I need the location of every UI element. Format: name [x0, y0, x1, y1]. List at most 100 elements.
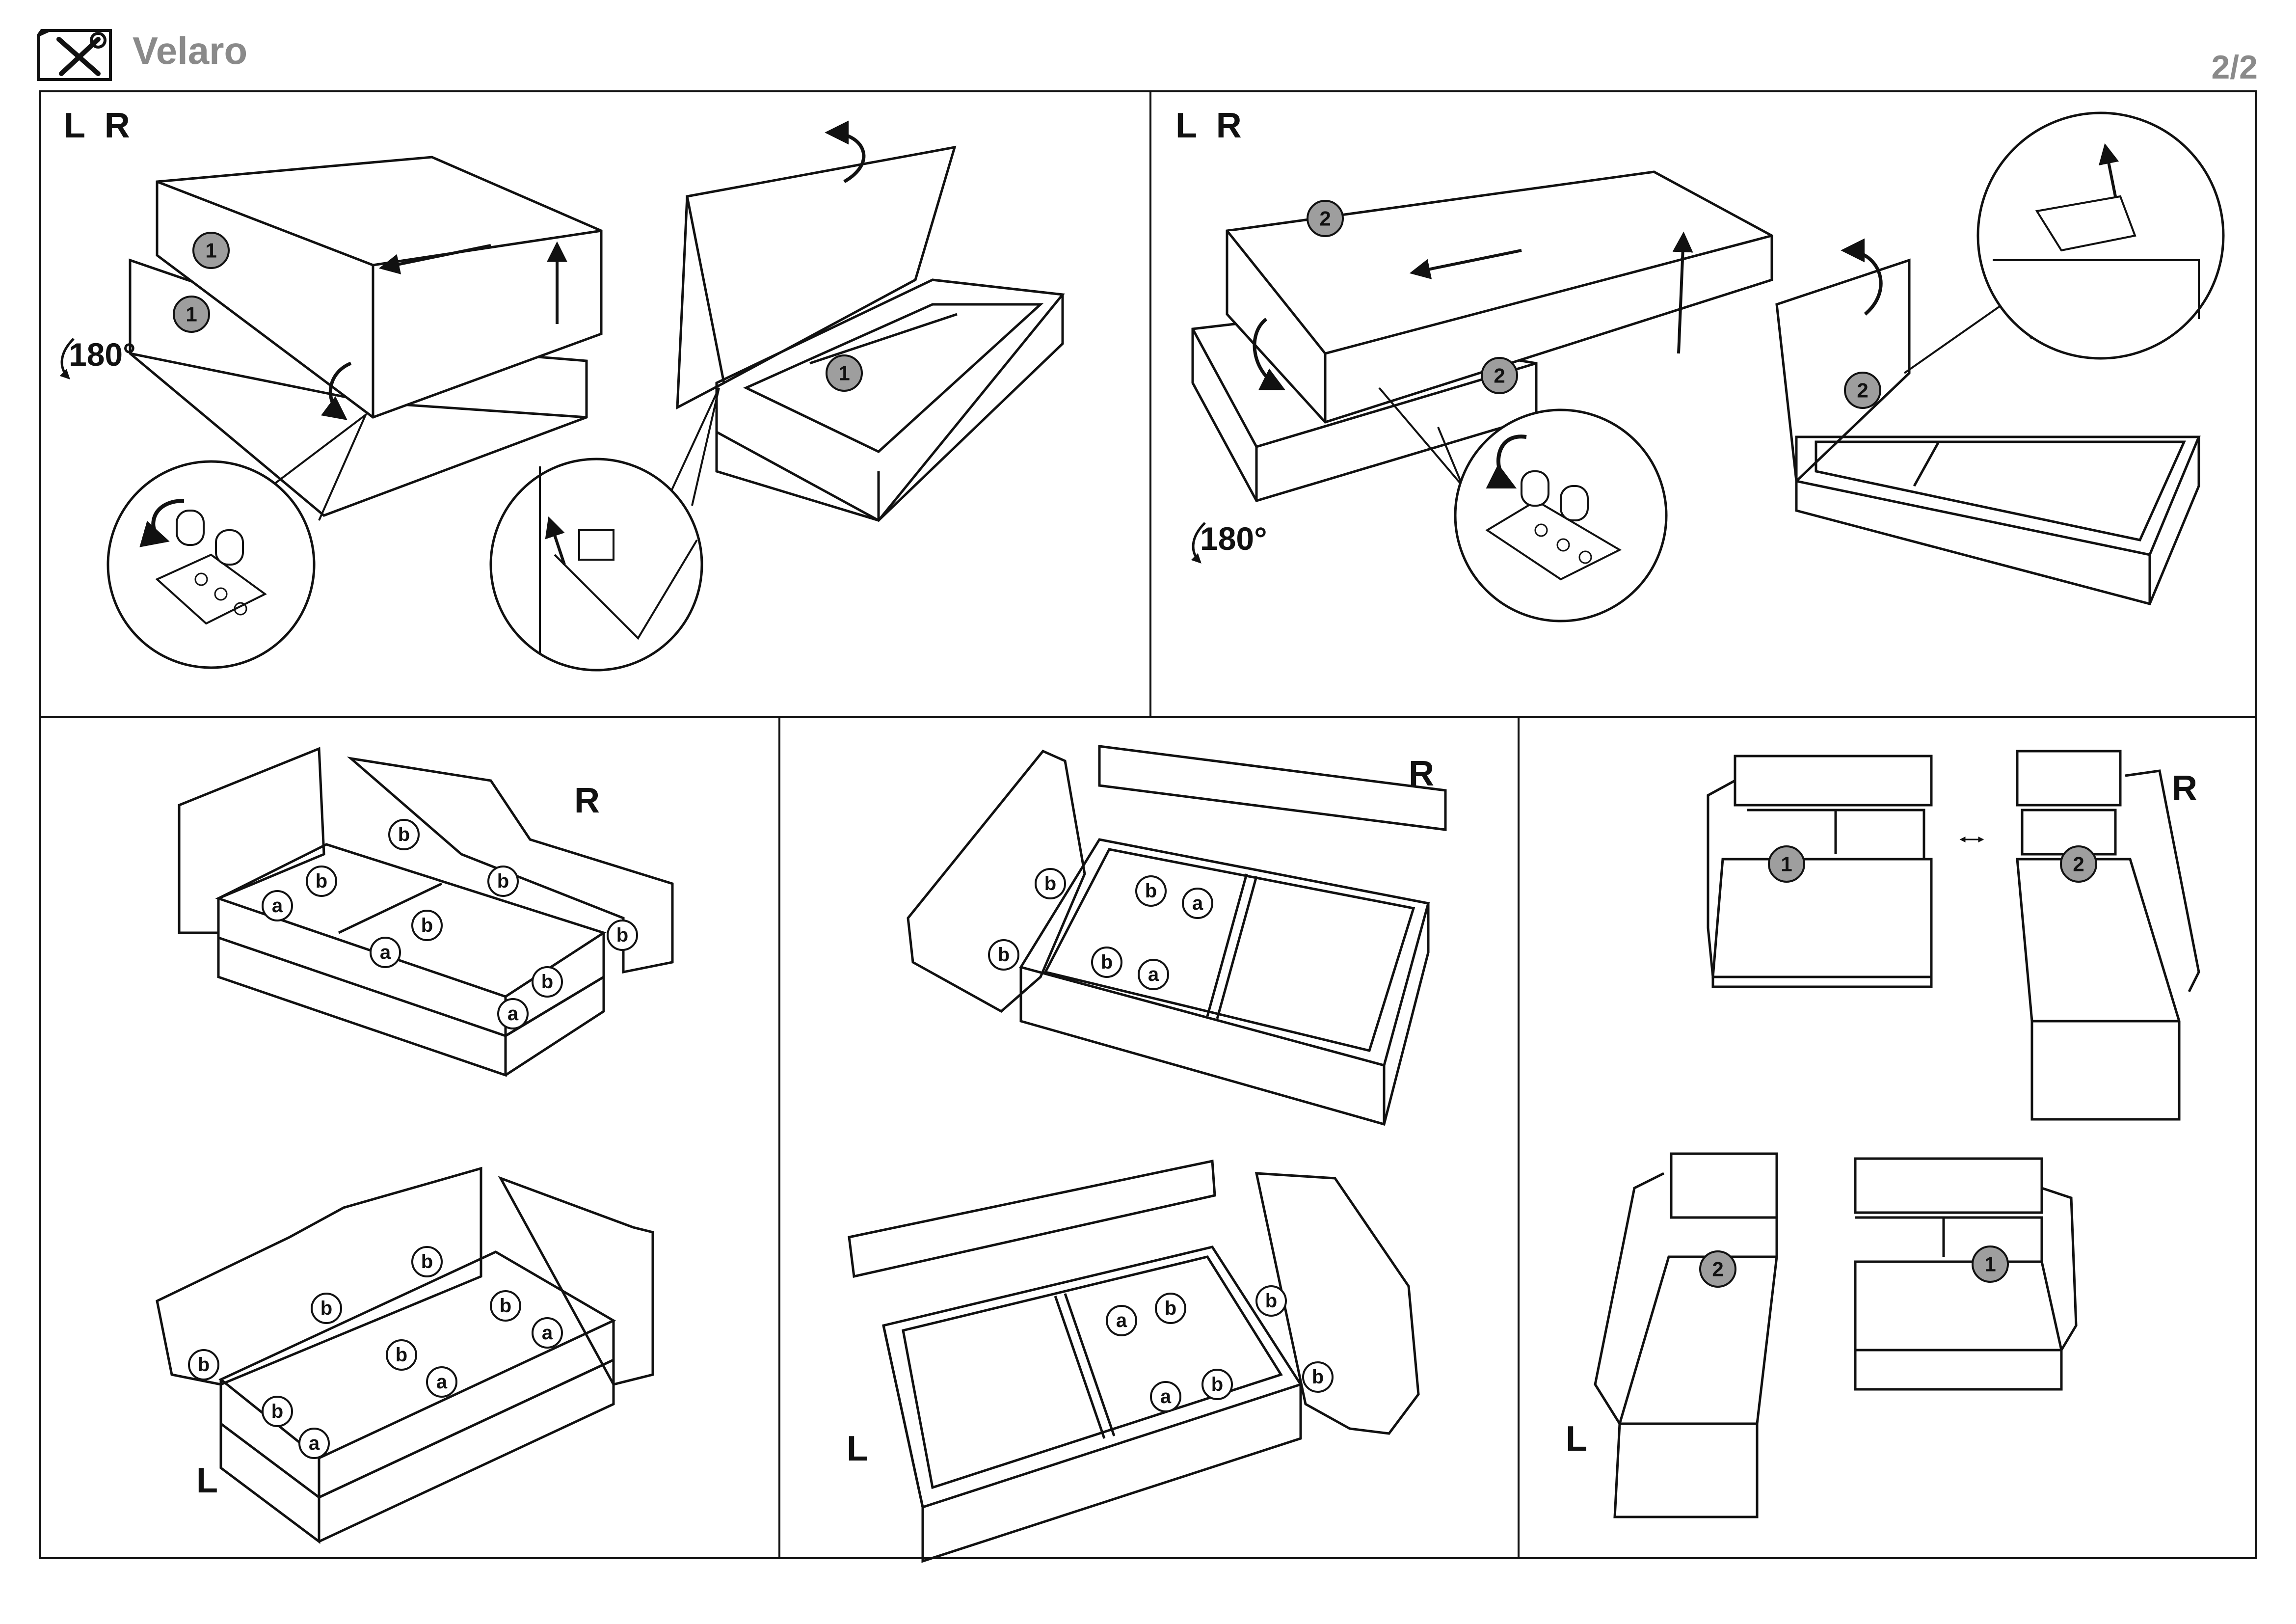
svg-text:b: b: [1265, 1290, 1277, 1312]
svg-text:2: 2: [1857, 379, 1868, 402]
lifted-seat: [156, 156, 603, 419]
connector-a: a: [262, 890, 293, 921]
hinge-detail-circle: [107, 411, 368, 669]
lift-arrow: [1672, 231, 1693, 354]
side-label-r: R: [574, 781, 600, 820]
connector-a: a: [298, 1428, 330, 1459]
svg-text:b: b: [398, 824, 410, 845]
connector-b: b: [188, 1349, 219, 1380]
step-marker: 1: [173, 296, 210, 333]
connector-b: b: [487, 866, 519, 897]
module-1-top: [1707, 755, 1933, 988]
svg-text:b: b: [271, 1401, 283, 1422]
svg-text:b: b: [500, 1295, 511, 1317]
svg-text:a: a: [1160, 1386, 1172, 1407]
svg-text:b: b: [1044, 873, 1056, 894]
rotation-note: 180°: [59, 336, 136, 379]
step-marker: 1: [1768, 845, 1805, 883]
rotation-label: 180°: [69, 336, 136, 373]
svg-text:b: b: [1211, 1374, 1223, 1395]
svg-text:1: 1: [838, 362, 850, 385]
step-marker: 1: [826, 354, 863, 392]
connector-b: b: [988, 939, 1019, 971]
svg-text:b: b: [1312, 1366, 1324, 1388]
svg-text:b: b: [316, 870, 327, 892]
bracket-detail-circle: [1903, 111, 2225, 374]
hinge-detail-circle: [1378, 387, 1668, 623]
svg-text:b: b: [396, 1344, 407, 1366]
module-2-bottom: [1594, 1152, 1778, 1518]
svg-text:a: a: [380, 942, 391, 963]
connector-a: a: [1106, 1305, 1137, 1336]
lid-open-arrow: [825, 120, 866, 184]
connector-b: b: [1155, 1293, 1186, 1324]
lid-open-arrow: [1841, 238, 1883, 316]
svg-text:a: a: [1116, 1310, 1127, 1331]
opened-box: [676, 145, 1065, 522]
connector-b: b: [411, 910, 443, 941]
connector-b: b: [262, 1396, 293, 1427]
svg-text:b: b: [998, 944, 1010, 966]
step-marker: 2: [1844, 372, 1881, 409]
connector-b: b: [1035, 868, 1066, 899]
panel-frames: [39, 90, 2257, 1559]
connector-a: a: [1150, 1381, 1181, 1412]
svg-text:1: 1: [1781, 853, 1792, 876]
connector-b: b: [490, 1290, 521, 1322]
side-label-r: R: [2172, 769, 2197, 808]
connector-a: a: [497, 998, 529, 1029]
opened-box: [1775, 258, 2201, 605]
svg-text:b: b: [1165, 1298, 1176, 1319]
svg-text:b: b: [616, 924, 628, 946]
connector-b: b: [386, 1339, 417, 1371]
connector-b: b: [306, 866, 337, 897]
side-label-lr: L R: [64, 106, 130, 145]
panel-bottom-middle: R L b b a b b a b: [847, 745, 1447, 1563]
lifted-seat: [1226, 170, 1773, 424]
document-title: Velaro: [133, 29, 247, 72]
side-label-l: L: [1566, 1419, 1587, 1459]
svg-text:b: b: [421, 915, 433, 936]
page-number: 2/2: [2211, 49, 2258, 86]
svg-text:a: a: [436, 1371, 448, 1393]
step-marker: 2: [1307, 200, 1344, 237]
connector-b: b: [607, 920, 638, 951]
svg-text:1: 1: [1984, 1253, 1996, 1276]
panel-bottom-left: R L b b b b a b a b a: [156, 747, 674, 1544]
bracket-detail-circle: [489, 387, 720, 672]
hinge-rotate-arrow: [1253, 318, 1285, 390]
svg-text:b: b: [198, 1354, 210, 1376]
svg-text:b: b: [1145, 880, 1157, 902]
side-label-l: L: [196, 1461, 218, 1500]
svg-text:a: a: [542, 1322, 553, 1344]
connector-b: b: [532, 966, 563, 998]
connector-b: b: [1201, 1369, 1233, 1400]
slide-arrow: [1409, 249, 1522, 279]
connector-a: a: [370, 937, 401, 968]
svg-text:b: b: [320, 1298, 332, 1319]
svg-text:a: a: [272, 895, 283, 917]
svg-text:a: a: [309, 1433, 320, 1454]
connector-a: a: [532, 1317, 563, 1349]
svg-text:a: a: [1192, 893, 1203, 914]
step-marker: 2: [2060, 845, 2097, 883]
connector-b: b: [311, 1293, 342, 1324]
connector-b: b: [1135, 875, 1167, 907]
step-marker: 2: [1481, 357, 1518, 394]
svg-text:1: 1: [186, 303, 197, 326]
svg-text:1: 1: [205, 239, 216, 262]
connector-labels: b b a b b a b b a b b a: [988, 868, 1334, 1412]
svg-text:b: b: [1101, 951, 1113, 973]
connector-b: b: [411, 1246, 443, 1277]
connector-b: b: [388, 819, 420, 850]
svg-text:b: b: [497, 870, 509, 892]
tools-icon: [37, 29, 112, 81]
svg-text:2: 2: [1494, 364, 1505, 387]
connector-b: b: [1091, 947, 1122, 978]
panel-top-left: L R 180° 1 1: [59, 106, 1065, 672]
hinge-rotate-arrow: [320, 361, 352, 420]
step-marker: 2: [1699, 1250, 1736, 1288]
connector-b: b: [1255, 1285, 1287, 1317]
svg-text:b: b: [421, 1251, 433, 1272]
